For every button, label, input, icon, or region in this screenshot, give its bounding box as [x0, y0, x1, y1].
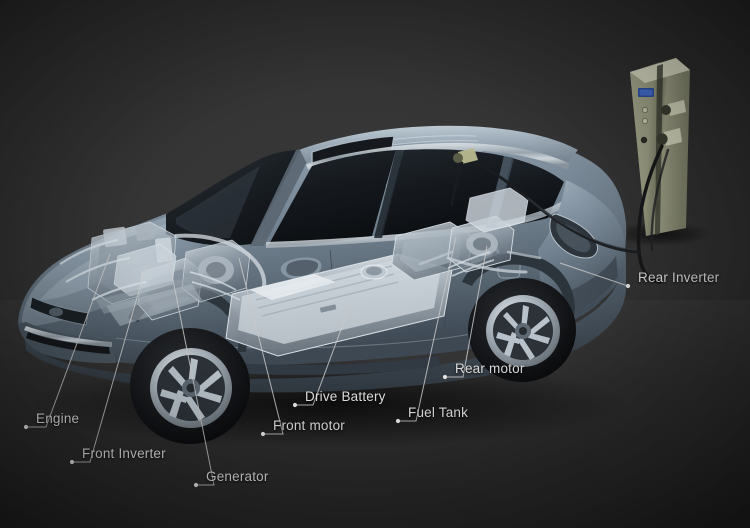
callout-label-front-inverter: Front Inverter — [82, 446, 166, 461]
leader-dot-rear-inverter — [625, 283, 631, 289]
leader-dot-generator — [193, 482, 199, 488]
callout-label-rear-motor: Rear motor — [455, 361, 525, 376]
leader-dot-drive-battery — [292, 402, 298, 408]
leader-line-front-inverter — [72, 265, 147, 463]
leader-dot-front-motor — [260, 431, 266, 437]
leader-line-generator — [167, 254, 215, 486]
leader-dot-fuel-tank — [395, 418, 401, 424]
leader-line-engine — [26, 253, 111, 428]
callout-label-rear-inverter: Rear Inverter — [638, 270, 720, 285]
callout-label-drive-battery: Drive Battery — [305, 389, 386, 404]
callout-label-front-motor: Front motor — [273, 418, 345, 433]
leader-dot-front-inverter — [69, 459, 75, 465]
callout-label-fuel-tank: Fuel Tank — [408, 405, 469, 420]
leader-line-fuel-tank — [398, 236, 457, 422]
leader-line-front-motor — [238, 257, 284, 435]
leader-dot-engine — [23, 424, 29, 430]
leader-line-rear-inverter — [559, 262, 629, 287]
callout-label-engine: Engine — [36, 411, 80, 426]
leader-line-rear-motor — [445, 245, 488, 378]
leader-dot-rear-motor — [442, 374, 448, 380]
callout-label-generator: Generator — [206, 469, 269, 484]
